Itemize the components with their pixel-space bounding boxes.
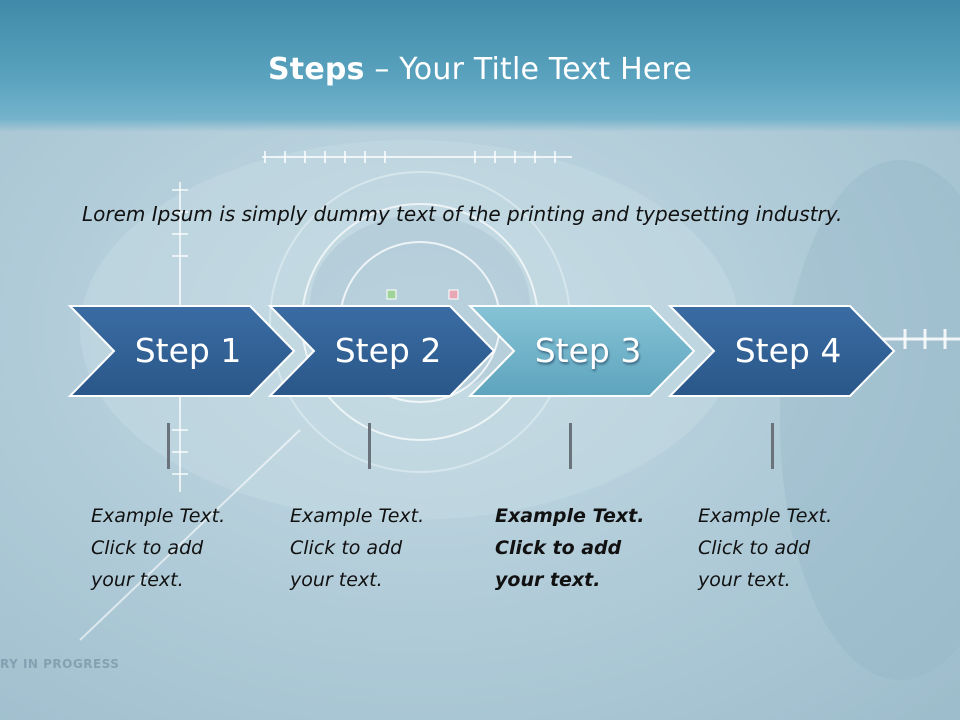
step-1-note-line-1: Example Text. bbox=[91, 505, 226, 527]
step-3-note-line-2: Click to add bbox=[495, 537, 622, 559]
step-4-note[interactable]: Example Text. Click to add your text. bbox=[698, 500, 873, 596]
step-3-label: Step 3 bbox=[534, 331, 642, 370]
intro-text: Lorem Ipsum is simply dummy text of the … bbox=[82, 202, 843, 226]
step-4-note-line-1: Example Text. bbox=[698, 505, 833, 527]
step-4-note-line-3: your text. bbox=[698, 569, 791, 591]
step-1-note-line-2: Click to add bbox=[91, 537, 204, 559]
title-rest: – Your Title Text Here bbox=[364, 52, 693, 87]
watermark-text: RY IN PROGRESS bbox=[0, 657, 120, 671]
step-2-label: Step 2 bbox=[334, 331, 442, 370]
step-1-connector bbox=[167, 423, 170, 469]
title-bold: Steps bbox=[267, 52, 365, 87]
step-3-note[interactable]: Example Text. Click to add your text. bbox=[495, 500, 670, 596]
step-1-label: Step 1 bbox=[134, 331, 242, 370]
step-2-chevron[interactable] bbox=[267, 305, 496, 397]
step-4-connector bbox=[771, 423, 774, 469]
step-3-connector bbox=[569, 423, 572, 469]
step-2-note-line-3: your text. bbox=[290, 569, 383, 591]
step-3-note-line-1: Example Text. bbox=[495, 505, 645, 527]
step-2-note-line-1: Example Text. bbox=[290, 505, 425, 527]
step-4-label: Step 4 bbox=[734, 331, 842, 370]
step-4-note-line-2: Click to add bbox=[698, 537, 811, 559]
step-1-chevron[interactable] bbox=[67, 305, 296, 397]
header-band bbox=[0, 0, 960, 132]
step-2-connector bbox=[368, 423, 371, 469]
step-3-note-line-3: your text. bbox=[495, 569, 601, 591]
step-1-note[interactable]: Example Text. Click to add your text. bbox=[91, 500, 266, 596]
step-2-note[interactable]: Example Text. Click to add your text. bbox=[290, 500, 465, 596]
slide-title: Steps – Your Title Text Here bbox=[0, 52, 960, 87]
step-1-note-line-3: your text. bbox=[91, 569, 184, 591]
step-3-chevron[interactable] bbox=[467, 305, 696, 397]
step-2-note-line-2: Click to add bbox=[290, 537, 403, 559]
step-4-chevron[interactable] bbox=[667, 305, 896, 397]
